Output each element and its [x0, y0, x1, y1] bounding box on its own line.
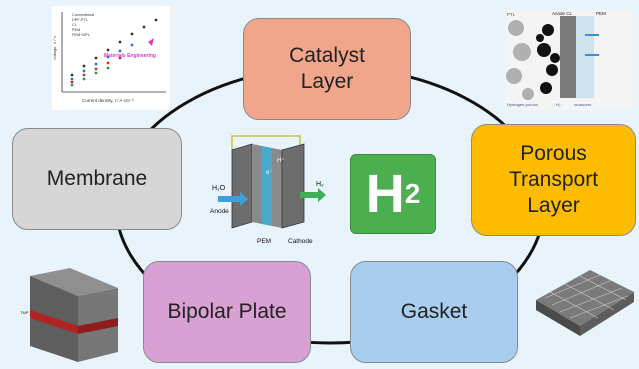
- chart-legend-5: PEM+DPL: [72, 33, 90, 37]
- ptl-micro-label-far: crossover: [574, 102, 592, 107]
- chart-annotation: Materials Engineering: [104, 53, 156, 59]
- hydrogen-symbol-h: H: [365, 164, 405, 224]
- chart-points-series2: [70, 43, 134, 81]
- polarization-chart-thumbnail: Voltage, V / V Current density, I / A·cm…: [52, 6, 170, 110]
- chart-points-series4: [70, 66, 110, 87]
- ptl-microstructure-thumbnail: PTL Anode CL PEM Hydrogen-porous H₂ cros…: [505, 10, 633, 110]
- chart-legend-2: DPF-PTL: [72, 18, 88, 22]
- ptl-micro-label-h2: H₂: [556, 102, 561, 107]
- cell-label-electron: e⁻: [266, 170, 273, 176]
- bipolar-plate-model-thumbnail: TMP: [20, 268, 118, 362]
- cell-label-hydrogen: H₂: [316, 181, 324, 188]
- hydrogen-symbol-subscript: 2: [404, 178, 421, 209]
- ptl-micro-label-pem: PEM: [596, 11, 606, 16]
- cell-label-proton: H⁺: [277, 157, 285, 164]
- component-porous-transport-layer: Porous Transport Layer: [471, 124, 636, 236]
- component-gasket: Gasket: [350, 261, 518, 363]
- chart-points-series1: [70, 18, 158, 77]
- bipolar-model-label: TMP: [20, 310, 29, 315]
- chart-legend-4: PEM: [72, 28, 80, 32]
- cell-label-water: H₂O: [212, 185, 226, 192]
- chart-legend-1: Conventional: [72, 13, 94, 17]
- ptl-micro-label-ptl: PTL: [507, 12, 516, 17]
- chart-xlabel: Current density, I / A·cm⁻²: [82, 98, 134, 103]
- chart-ylabel: Voltage, V / V: [52, 35, 57, 60]
- cell-label-anode: Anode: [210, 208, 229, 215]
- component-membrane: Membrane: [12, 128, 182, 230]
- ptl-micro-label-bottom: Hydrogen-porous: [507, 102, 538, 107]
- gasket-fiber-thumbnail: [536, 270, 634, 336]
- chart-legend-3: CL: [72, 23, 77, 27]
- component-catalyst-layer: Catalyst Layer: [243, 18, 411, 120]
- chart-points-series3: [70, 56, 122, 84]
- component-bipolar-plate: Bipolar Plate: [143, 261, 311, 363]
- cell-label-pem: PEM: [257, 238, 271, 245]
- cell-label-cathode: Cathode: [288, 238, 313, 245]
- electrolyzer-cell-schematic: H₂O Anode H⁺ e⁻ H₂ PEM Cathode: [210, 135, 326, 245]
- ptl-micro-label-anode: Anode CL: [552, 11, 573, 16]
